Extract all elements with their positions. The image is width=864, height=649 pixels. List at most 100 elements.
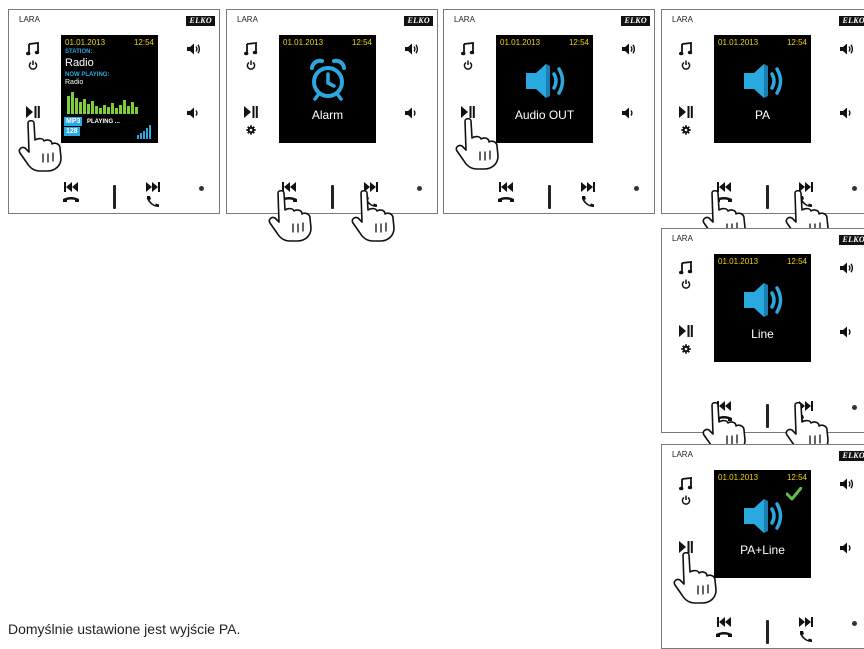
panel-audio-out: LARA ELKO 01.01.2013 12:54 Audio OUT [443, 9, 655, 214]
power-icon[interactable] [28, 60, 38, 70]
display-time: 12:54 [133, 38, 154, 47]
phone-icon[interactable] [581, 195, 595, 207]
volume-up-icon[interactable] [840, 262, 854, 274]
volume-slider[interactable] [331, 185, 334, 209]
volume-slider[interactable] [766, 620, 769, 644]
gear-icon[interactable] [246, 125, 256, 135]
elko-logo: ELKO [839, 451, 864, 461]
hang-up-icon[interactable] [716, 631, 732, 639]
brand-label: LARA [454, 15, 475, 24]
speaker-icon [524, 61, 568, 106]
music-note-icon[interactable] [244, 42, 258, 56]
power-icon[interactable] [246, 60, 256, 70]
volume-slider[interactable] [766, 185, 769, 209]
elko-logo: ELKO [186, 16, 215, 26]
volume-up-icon[interactable] [187, 43, 201, 55]
music-note-icon[interactable] [679, 42, 693, 56]
display-time: 12:54 [786, 473, 807, 482]
hand-pointer-icon [268, 190, 318, 247]
phone-icon[interactable] [799, 630, 813, 642]
speaker-icon [742, 280, 786, 325]
music-note-icon[interactable] [26, 42, 40, 56]
phone-icon[interactable] [146, 195, 160, 207]
play-pause-icon[interactable] [244, 106, 258, 118]
volume-down-icon[interactable] [840, 107, 852, 119]
elko-logo: ELKO [621, 16, 650, 26]
gear-icon[interactable] [681, 125, 691, 135]
volume-down-icon[interactable] [405, 107, 417, 119]
status-led [852, 405, 857, 410]
display-date: 01.01.2013 [718, 257, 759, 266]
music-note-icon[interactable] [461, 42, 475, 56]
next-track-icon[interactable] [146, 182, 160, 192]
gear-icon[interactable] [681, 344, 691, 354]
power-icon[interactable] [681, 279, 691, 289]
music-note-icon[interactable] [679, 477, 693, 491]
now-playing-caption: NOW PLAYING: [65, 72, 110, 78]
volume-up-icon[interactable] [405, 43, 419, 55]
display-date: 01.01.2013 [718, 38, 759, 47]
hang-up-icon[interactable] [498, 196, 514, 204]
status-led [852, 186, 857, 191]
next-track-icon[interactable] [799, 617, 813, 627]
volume-slider[interactable] [113, 185, 116, 209]
play-pause-icon[interactable] [26, 106, 40, 118]
volume-slider[interactable] [766, 404, 769, 428]
brand-label: LARA [672, 234, 693, 243]
panel-alarm: LARA ELKO 01.01.2013 12:54 Alarm [226, 9, 438, 214]
status-led [417, 186, 422, 191]
format-badge: MP3 [64, 117, 83, 126]
volume-down-icon[interactable] [840, 542, 852, 554]
elko-logo: ELKO [839, 16, 864, 26]
display-screen: 01.01.2013 12:54 PA [714, 35, 811, 143]
hand-pointer-icon [18, 120, 68, 177]
display-screen: 01.01.2013 12:54 Line [714, 254, 811, 362]
volume-up-icon[interactable] [840, 43, 854, 55]
play-pause-icon[interactable] [679, 325, 693, 337]
power-icon[interactable] [681, 60, 691, 70]
brand-label: LARA [237, 15, 258, 24]
display-label: PA [754, 108, 771, 122]
brand-label: LARA [672, 15, 693, 24]
speaker-icon [742, 496, 786, 541]
display-screen: 01.01.2013 12:54 Alarm [279, 35, 376, 143]
prev-track-icon[interactable] [499, 182, 513, 192]
play-pause-icon[interactable] [679, 106, 693, 118]
volume-slider[interactable] [548, 185, 551, 209]
panel-pa: LARA ELKO 01.01.2013 12:54 PA [661, 9, 864, 214]
brand-label: LARA [672, 450, 693, 459]
next-track-icon[interactable] [581, 182, 595, 192]
check-icon [786, 487, 802, 501]
play-pause-icon[interactable] [461, 106, 475, 118]
playing-status: PLAYING ... [87, 119, 120, 125]
power-icon[interactable] [681, 495, 691, 505]
prev-track-icon[interactable] [64, 182, 78, 192]
signal-strength-icon [137, 125, 151, 139]
display-label: Line [751, 327, 774, 341]
volume-up-icon[interactable] [622, 43, 636, 55]
bitrate-badge: 128 [64, 127, 80, 136]
hand-pointer-icon [673, 552, 723, 609]
music-note-icon[interactable] [679, 261, 693, 275]
volume-down-icon[interactable] [622, 107, 634, 119]
display-screen: 01.01.2013 12:54 PA+Line [714, 470, 811, 578]
station-caption: STATION: [65, 49, 93, 55]
display-date: 01.01.2013 [718, 473, 759, 482]
volume-down-icon[interactable] [187, 107, 199, 119]
display-time: 12:54 [568, 38, 589, 47]
display-label: Audio OUT [514, 108, 575, 122]
status-led [634, 186, 639, 191]
display-time: 12:54 [786, 257, 807, 266]
display-screen: 01.01.2013 12:54 Audio OUT [496, 35, 593, 143]
alarm-clock-icon [306, 57, 350, 106]
panel-pa-line: LARA ELKO 01.01.2013 12:54 PA+Line [661, 444, 864, 649]
hand-pointer-icon [455, 118, 505, 175]
volume-up-icon[interactable] [840, 478, 854, 490]
power-icon[interactable] [463, 60, 473, 70]
caption-text: Domyślnie ustawione jest wyjście PA. [8, 621, 241, 637]
prev-track-icon[interactable] [717, 617, 731, 627]
hang-up-icon[interactable] [63, 196, 79, 204]
status-led [852, 621, 857, 626]
elko-logo: ELKO [839, 235, 864, 245]
volume-down-icon[interactable] [840, 326, 852, 338]
